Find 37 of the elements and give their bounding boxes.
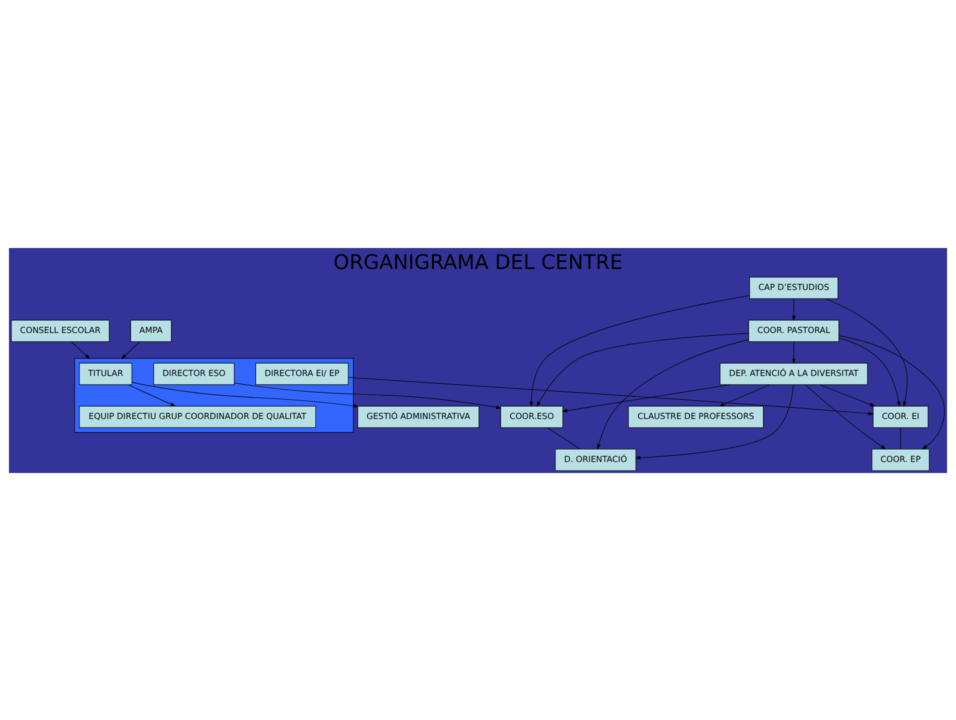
node-box: COOR.ESO: [500, 405, 564, 428]
arrow: [792, 298, 796, 321]
arrow: [132, 381, 359, 408]
arrow: [825, 298, 908, 406]
arrow: [804, 384, 886, 450]
arrow: [234, 382, 502, 409]
arrow: [838, 335, 945, 450]
node-box: COOR. EP: [872, 448, 930, 470]
arrow: [562, 384, 730, 412]
arrow: [838, 337, 900, 406]
arrow: [596, 338, 749, 450]
arrow: [718, 384, 770, 406]
node-box: GESTIÓ ADMINISTRATIVA: [358, 405, 480, 428]
node-box: COOR. PASTORAL: [748, 319, 840, 342]
node-box: CONSELL ESCOLAR: [11, 319, 110, 342]
arrow: [128, 384, 176, 406]
node-box: DEP. ATENCIÓ A LA DIVERSITAT: [720, 362, 868, 384]
node-box: TITULAR: [79, 362, 132, 384]
arrow: [529, 294, 750, 406]
arrow: [635, 384, 794, 460]
node-box: EQUIP DIRECTIU GRUP COORDINADOR DE QUALITAT: [79, 405, 316, 428]
diagram-title: ORGANIGRAMA DEL CENTRE: [333, 250, 623, 274]
node-box: AMPA: [130, 319, 172, 342]
arrow: [71, 341, 90, 359]
arrow: [820, 384, 876, 406]
connector: [900, 427, 901, 449]
arrow: [121, 341, 140, 359]
node-box: D. ORIENTACIÓ: [555, 448, 636, 470]
node-box: DIRECTORA EI/ EP: [255, 362, 349, 384]
arrow: [536, 332, 749, 406]
node-box: CLAUSTRE DE PROFESSORS: [628, 405, 764, 428]
node-box: CAP D’ESTUDIOS: [749, 276, 838, 299]
arrow: [348, 376, 874, 415]
arrow: [792, 341, 796, 364]
connector: [547, 426, 580, 449]
node-box: COOR. EI: [872, 405, 928, 428]
node-box: DIRECTOR ESO: [153, 362, 235, 384]
